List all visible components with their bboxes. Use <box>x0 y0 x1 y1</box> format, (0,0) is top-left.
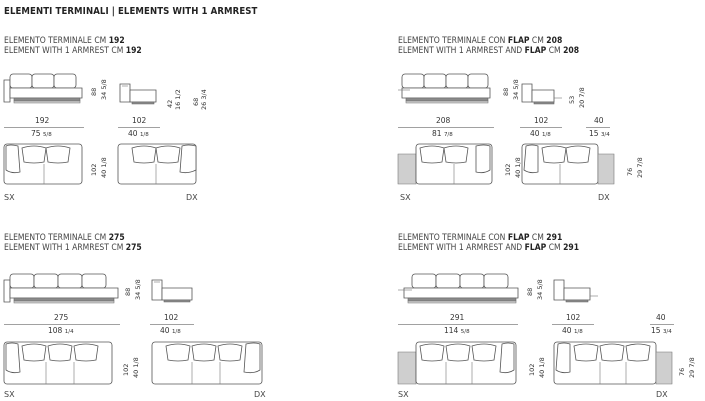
block-291-height: 88 <box>526 287 534 296</box>
block-192-title: ELEMENTO TERMINALE CM 192 ELEMENT WITH 1… <box>4 36 142 56</box>
block-275-depth-dimline <box>150 322 194 327</box>
block-208-title-en: ELEMENT WITH 1 ARMREST AND FLAP CM 208 <box>398 46 580 56</box>
block-275-title-it: ELEMENTO TERMINALE CM 275 <box>4 233 125 243</box>
block-208-height-in: 34 5/8 <box>512 79 520 100</box>
block-192-sx-label: SX <box>4 193 15 202</box>
block-291-plan-depth-in: 40 1/8 <box>538 357 546 378</box>
block-208-depth-in: 40 1/8 <box>530 129 551 138</box>
block-208-flap-height: 76 <box>626 167 634 176</box>
block-275-plan-depth-in: 40 1/8 <box>132 357 140 378</box>
block-208-plan-depth: 102 <box>504 163 512 176</box>
block-208-front-view <box>398 70 494 110</box>
block-192-seat-in: 16 1/2 <box>174 89 182 110</box>
block-291-dx-label: DX <box>656 390 668 399</box>
block-192-depth-cm: 102 <box>132 116 147 125</box>
block-192-depth-in: 40 1/8 <box>128 129 149 138</box>
block-275-front-view <box>4 268 120 310</box>
block-192-plan-dx <box>116 142 198 186</box>
block-291-plan-depth: 102 <box>528 363 536 376</box>
block-291-depth-in: 40 1/8 <box>562 326 583 335</box>
header-it: ELEMENTI TERMINALI <box>4 6 109 17</box>
block-291-title-en: ELEMENT WITH 1 ARMREST AND FLAP CM 291 <box>398 243 580 253</box>
block-291-flap-height-in: 29 7/8 <box>688 357 696 378</box>
block-192-width-dimline <box>4 125 84 130</box>
block-275-width-cm: 275 <box>54 313 69 322</box>
block-192-front-view <box>4 70 84 110</box>
block-275-sx-label: SX <box>4 390 15 399</box>
block-291-width-cm: 291 <box>450 313 465 322</box>
block-208-plan-dx <box>520 142 616 186</box>
block-291-flap-dimline <box>650 322 674 327</box>
block-275-width-dimline <box>4 322 120 327</box>
block-208-width-dimline <box>398 125 494 130</box>
block-291-depth-dimline <box>552 322 594 327</box>
header-separator: | <box>111 6 115 17</box>
block-192-height: 88 <box>90 87 98 96</box>
block-275-title: ELEMENTO TERMINALE CM 275 ELEMENT WITH 1… <box>4 233 142 253</box>
block-192-arm-in: 26 3/4 <box>200 89 208 110</box>
block-208-flap-height-in: 29 7/8 <box>636 157 644 178</box>
block-275-height: 88 <box>124 287 132 296</box>
block-291-title-it: ELEMENTO TERMINALE CON FLAP CM 291 <box>398 233 563 243</box>
block-192-width-in: 75 5/8 <box>31 129 52 138</box>
block-291-plan-sx <box>398 340 518 386</box>
block-291-sx-label: SX <box>398 390 409 399</box>
block-291-plan-dx <box>552 340 674 386</box>
block-192-height-in: 34 5/8 <box>100 79 108 100</box>
block-275-title-en: ELEMENT WITH 1 ARMREST CM 275 <box>4 243 142 253</box>
block-291-flap-cm: 40 <box>656 313 666 322</box>
block-192-arm: 68 <box>192 97 200 106</box>
block-275-depth-in: 40 1/8 <box>160 326 181 335</box>
block-192-plan-sx <box>4 142 84 186</box>
block-291-side-view <box>552 276 600 306</box>
header-en: ELEMENTS WITH 1 ARMREST <box>117 6 258 17</box>
block-291-flap-height: 76 <box>678 367 686 376</box>
block-208-title: ELEMENTO TERMINALE CON FLAP CM 208 ELEME… <box>398 36 579 56</box>
block-192-title-it: ELEMENTO TERMINALE CM 192 <box>4 36 125 46</box>
block-208-plan-sx <box>398 142 494 186</box>
block-192-side-view <box>118 80 160 108</box>
block-208-height: 88 <box>502 87 510 96</box>
block-275-dx-label: DX <box>254 390 266 399</box>
block-192-plan-depth: 102 <box>90 163 98 176</box>
block-192-width-cm: 192 <box>35 116 50 125</box>
page-header: ELEMENTI TERMINALI|ELEMENTS WITH 1 ARMRE… <box>4 6 257 17</box>
block-208-width-in: 81 7/8 <box>432 129 453 138</box>
block-208-width-cm: 208 <box>436 116 451 125</box>
block-208-flap-dimline <box>586 125 610 130</box>
block-208-depth-dimline <box>520 125 562 130</box>
block-291-height-in: 34 5/8 <box>536 279 544 300</box>
block-275-plan-depth: 102 <box>122 363 130 376</box>
block-275-plan-sx <box>4 340 114 386</box>
block-275-height-in: 34 5/8 <box>134 279 142 300</box>
block-208-title-it: ELEMENTO TERMINALE CON FLAP CM 208 <box>398 36 563 46</box>
block-208-flap-in: 15 3/4 <box>589 129 610 138</box>
block-291-title: ELEMENTO TERMINALE CON FLAP CM 291 ELEME… <box>398 233 579 253</box>
block-192-title-en: ELEMENT WITH 1 ARMREST CM 192 <box>4 46 142 56</box>
block-192-dx-label: DX <box>186 193 198 202</box>
block-291-width-in: 114 5/8 <box>444 326 470 335</box>
block-208-seat: 53 <box>568 95 576 104</box>
block-192-seat: 42 <box>166 99 174 108</box>
block-275-depth-cm: 102 <box>164 313 179 322</box>
block-275-width-in: 108 1/4 <box>48 326 74 335</box>
block-208-dx-label: DX <box>598 193 610 202</box>
block-291-width-dimline <box>398 322 518 327</box>
block-291-depth-cm: 102 <box>566 313 581 322</box>
block-291-front-view <box>398 268 520 310</box>
block-208-seat-in: 20 7/8 <box>578 87 586 108</box>
block-192-depth-dimline <box>118 125 160 130</box>
block-275-plan-dx <box>150 340 264 386</box>
block-192-plan-depth-in: 40 1/8 <box>100 157 108 178</box>
block-208-depth-cm: 102 <box>534 116 549 125</box>
block-275-side-view <box>150 276 196 306</box>
block-208-sx-label: SX <box>400 193 411 202</box>
block-291-flap-in: 15 3/4 <box>651 326 672 335</box>
block-208-flap-cm: 40 <box>594 116 604 125</box>
block-208-side-view <box>520 80 564 108</box>
